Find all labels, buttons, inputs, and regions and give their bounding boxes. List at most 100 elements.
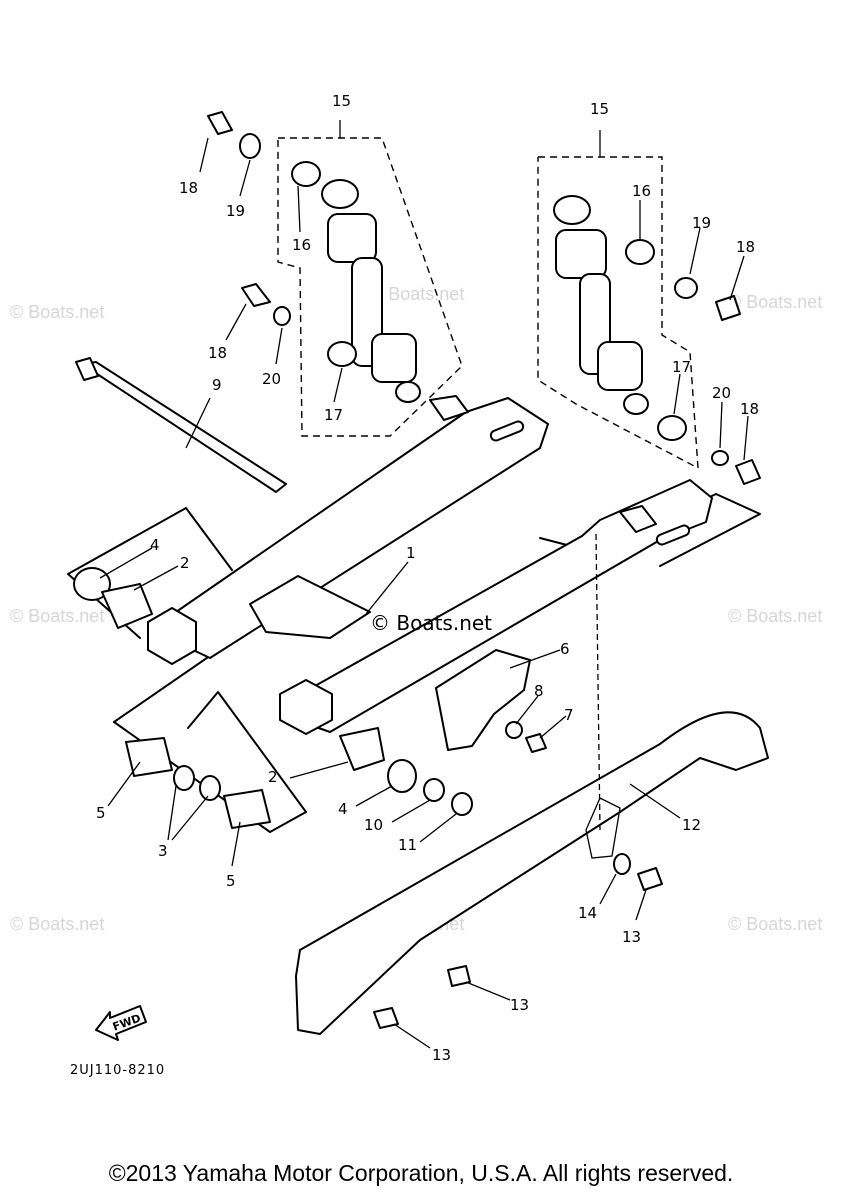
leader-lines bbox=[99, 120, 749, 1049]
callout-15: 15 bbox=[332, 92, 351, 110]
washer-20-left bbox=[273, 306, 291, 326]
left-rear-shock bbox=[321, 179, 421, 403]
pivot-shaft-body bbox=[81, 361, 287, 493]
pivot-shaft-head bbox=[75, 357, 99, 381]
collar-16-right bbox=[625, 239, 655, 265]
callout-16: 16 bbox=[632, 182, 651, 200]
thrust-washer-3a bbox=[173, 765, 195, 791]
bushing-2-left bbox=[101, 583, 153, 629]
swing-arm bbox=[147, 395, 713, 735]
collar-16-left bbox=[291, 161, 321, 187]
chain-guard-6 bbox=[435, 649, 531, 751]
shock-spring bbox=[555, 229, 607, 279]
watermark-text: © Boats.net bbox=[10, 914, 104, 934]
callout-15: 15 bbox=[590, 100, 609, 118]
thrust-washer-3b bbox=[199, 775, 221, 801]
center-watermark: © Boats.net bbox=[370, 611, 492, 635]
washer-10 bbox=[423, 778, 445, 802]
exploded-parts-diagram: © Boats.net © Boats.net © Boats.net © Bo… bbox=[10, 92, 822, 1078]
bolt-18-upper-right bbox=[715, 295, 741, 321]
collar-17-left bbox=[327, 341, 357, 367]
callout-13: 13 bbox=[622, 928, 641, 946]
washer-20-right bbox=[711, 450, 729, 466]
chain-case bbox=[295, 533, 769, 1035]
callout-5: 5 bbox=[226, 872, 236, 890]
left-shock-group-outline bbox=[277, 137, 463, 437]
small-parts bbox=[73, 111, 761, 1029]
bolt-7 bbox=[525, 733, 547, 753]
screw-13-right bbox=[637, 867, 663, 891]
washer-19-right bbox=[674, 277, 698, 299]
shock-spring bbox=[327, 213, 377, 263]
callout-6: 6 bbox=[560, 640, 570, 658]
right-shock-group-outline bbox=[537, 156, 699, 470]
fwd-arrow-icon bbox=[95, 1005, 147, 1041]
oil-seal-4-right bbox=[387, 759, 417, 793]
callout-12: 12 bbox=[682, 816, 701, 834]
callout-14: 14 bbox=[578, 904, 597, 922]
washer-8 bbox=[505, 721, 523, 739]
callout-5: 5 bbox=[96, 804, 106, 822]
washer-14 bbox=[613, 853, 631, 875]
lower-left-bushing-group-outline bbox=[187, 691, 307, 813]
callout-20: 20 bbox=[262, 370, 281, 388]
right-rear-shock bbox=[553, 195, 649, 415]
callout-11: 11 bbox=[398, 836, 417, 854]
axle-slot-left bbox=[489, 420, 525, 442]
left-pivot-boss bbox=[147, 607, 197, 665]
shock-upper-eye bbox=[321, 179, 359, 209]
callout-18: 18 bbox=[208, 344, 227, 362]
swing-arm-cross-member bbox=[249, 575, 371, 639]
fwd-arrow: FWD bbox=[95, 1005, 147, 1041]
callout-18: 18 bbox=[179, 179, 198, 197]
watermark-text: © Boats.net bbox=[728, 914, 822, 934]
watermark-text: © Boats.net bbox=[370, 284, 464, 304]
screw-13-middle bbox=[447, 965, 471, 987]
callout-4: 4 bbox=[338, 800, 348, 818]
callout-13: 13 bbox=[510, 996, 529, 1014]
callout-13: 13 bbox=[432, 1046, 451, 1064]
bolt-18-upper-left bbox=[207, 111, 233, 135]
bolt-18-lower-right bbox=[735, 459, 761, 485]
callout-19: 19 bbox=[226, 202, 245, 220]
chain-case-body bbox=[295, 711, 769, 1035]
callout-8: 8 bbox=[534, 682, 544, 700]
shock-lower-eye bbox=[623, 393, 649, 415]
bushing-5-upper bbox=[125, 737, 173, 777]
callout-2: 2 bbox=[180, 554, 190, 572]
callout-18: 18 bbox=[736, 238, 755, 256]
callout-17: 17 bbox=[672, 358, 691, 376]
axle-slot-right bbox=[655, 524, 691, 546]
bushing-2-right bbox=[339, 727, 385, 771]
copyright-notice: ©2013 Yamaha Motor Corporation, U.S.A. A… bbox=[108, 1160, 734, 1186]
collar-17-right bbox=[657, 415, 687, 441]
washer-19-left bbox=[239, 133, 261, 159]
right-shock-mount bbox=[619, 505, 657, 533]
shock-lower-spring bbox=[371, 333, 417, 383]
callout-18: 18 bbox=[740, 400, 759, 418]
left-bushing-group-outline bbox=[67, 507, 233, 639]
callout-19: 19 bbox=[692, 214, 711, 232]
shock-upper-eye bbox=[553, 195, 591, 225]
screw-13-lower bbox=[373, 1007, 399, 1029]
watermark-text: © Boats.net bbox=[10, 606, 104, 626]
nut-11 bbox=[451, 792, 473, 816]
watermark-text: © Boats.net bbox=[728, 292, 822, 312]
callout-16: 16 bbox=[292, 236, 311, 254]
callout-10: 10 bbox=[364, 816, 383, 834]
callout-1: 1 bbox=[406, 544, 416, 562]
callout-labels: 15 15 18 19 16 16 19 18 18 20 17 17 20 1… bbox=[96, 92, 759, 1064]
chain-case-bracket bbox=[585, 797, 621, 859]
left-shock-mount bbox=[429, 395, 469, 421]
watermark-text: © Boats.net bbox=[728, 606, 822, 626]
callout-2: 2 bbox=[268, 768, 278, 786]
diagram-code: 2UJ110-8210 bbox=[70, 1063, 165, 1078]
shock-lower-eye bbox=[395, 381, 421, 403]
callout-3: 3 bbox=[158, 842, 168, 860]
callout-20: 20 bbox=[712, 384, 731, 402]
callout-17: 17 bbox=[324, 406, 343, 424]
pivot-shaft bbox=[75, 357, 287, 493]
watermark-text: © Boats.net bbox=[10, 302, 104, 322]
bolt-18-middle-left bbox=[241, 283, 271, 307]
